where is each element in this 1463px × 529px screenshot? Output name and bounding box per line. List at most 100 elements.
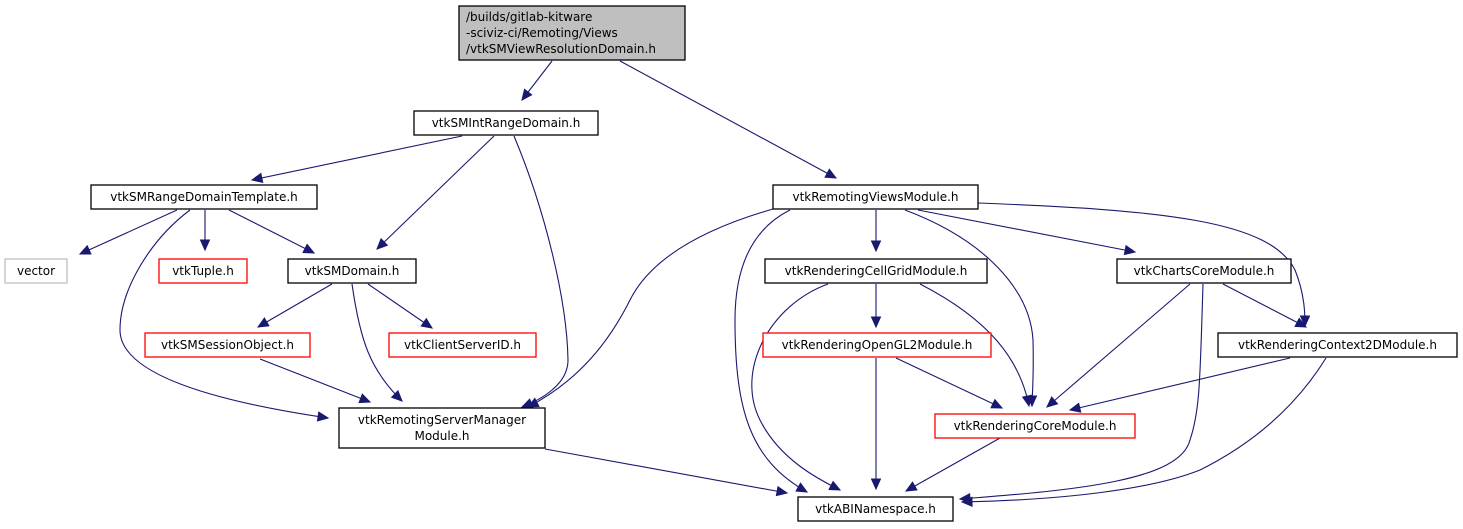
edge-ogl2-abi [870,358,882,491]
arrowhead-icon [1294,317,1308,328]
edge-rsm-abi [544,448,789,497]
node-rviews[interactable]: vtkRemotingViewsModule.h [772,184,979,210]
edge-line [977,202,1306,327]
edge-line [1069,357,1291,411]
edge-line [961,357,1327,503]
node-csid[interactable]: vtkClientServerID.h [388,332,537,358]
node-box [90,184,318,210]
edge-intrange-smdomain [376,135,495,250]
arrowhead-icon [960,496,973,508]
node-box [772,184,979,210]
edge-rangetpl-smdomain [228,209,316,254]
edge-rviews-ctx2d [977,202,1311,328]
edge-line [734,209,808,493]
node-label: vtkClientServerID.h [404,338,521,352]
node-tuple[interactable]: vtkTuple.h [158,258,248,284]
edge-charts-ctx2d [1222,283,1308,328]
arrowhead-icon [302,243,316,254]
node-box [1116,258,1292,284]
node-box [287,258,417,284]
edge-rangetpl-rsm [119,209,330,422]
edge-rviews-rcore [904,209,1038,408]
arrowhead-icon [828,480,842,491]
edge-line [1222,283,1307,328]
arrowhead-icon [775,485,789,497]
edge-rangetpl-tuple [199,210,211,252]
node-cellgrid[interactable]: vtkRenderingCellGridModule.h [764,258,988,284]
node-label: Module.h [414,429,469,443]
edge-line [905,437,1001,492]
arrowhead-icon [250,172,264,184]
arrowhead-icon [1021,394,1033,408]
edge-rangetpl-vector [78,209,178,255]
arrowhead-icon [824,168,838,179]
edge-line [367,283,433,329]
node-ogl2[interactable]: vtkRenderingOpenGL2Module.h [762,332,992,358]
arrowhead-icon [526,397,540,408]
arrowhead-icon [870,240,882,253]
arrowhead-icon [795,482,809,493]
arrowhead-icon [990,398,1004,409]
node-label: vtkChartsCoreModule.h [1134,264,1275,278]
node-ctx2d[interactable]: vtkRenderingContext2DModule.h [1217,332,1458,358]
arrowhead-icon [521,88,533,101]
edge-line [919,283,1030,407]
node-box [762,332,992,358]
node-label: vector [17,264,55,278]
node-box [458,5,686,61]
node-label: vtkRemotingViewsModule.h [792,190,958,204]
node-abi[interactable]: vtkABINamespace.h [797,496,954,522]
node-vector[interactable]: vector [4,258,68,284]
arrowhead-icon [390,389,403,402]
node-box [144,332,311,358]
edge-line [544,448,788,494]
edge-root-rviews [619,60,838,179]
arrowhead-icon [376,237,389,250]
node-rcore[interactable]: vtkRenderingCoreModule.h [934,413,1136,439]
node-label: vtkSMIntRangeDomain.h [432,116,581,130]
arrowhead-icon [870,316,882,329]
edge-charts-rcore [1046,283,1191,408]
arrowhead-icon [1046,396,1059,408]
edge-line [527,208,774,408]
node-box [388,332,537,358]
edge-smdomain-rsm [351,283,403,402]
node-box [413,110,599,136]
node-label: vtkABINamespace.h [815,502,936,516]
edge-rviews-cellgrid [870,210,882,253]
edge-rviews-charts [917,209,1137,256]
node-root[interactable]: /builds/gitlab-kitware-sciviz-ci/Remotin… [458,5,686,61]
arrowhead-icon [78,244,92,255]
edge-line [751,283,841,491]
edge-session-rsm [259,358,372,404]
node-label: /vtkSMViewResolutionDomain.h [466,42,656,56]
node-label: vtkSMDomain.h [305,264,400,278]
edge-cellgrid-abi [751,283,842,491]
node-session[interactable]: vtkSMSessionObject.h [144,332,311,358]
arrowhead-icon [870,478,882,491]
arrowhead-icon [1068,402,1082,413]
node-box [4,258,68,284]
node-smdomain[interactable]: vtkSMDomain.h [287,258,417,284]
node-intrange[interactable]: vtkSMIntRangeDomain.h [413,110,599,136]
node-box [338,407,546,449]
node-charts[interactable]: vtkChartsCoreModule.h [1116,258,1292,284]
node-rangetpl[interactable]: vtkSMRangeDomainTemplate.h [90,184,318,210]
node-label: vtkRenderingContext2DModule.h [1238,338,1437,352]
edge-line [119,209,329,419]
edge-line [904,209,1034,407]
edge-cellgrid-rcore [919,283,1033,408]
arrowhead-icon [1123,244,1137,256]
edge-line [895,357,1003,409]
edge-line [619,60,837,179]
edge-cellgrid-ogl2 [870,284,882,329]
edge-line [1046,283,1191,408]
edge-rcore-abi [904,437,1001,492]
edge-smdomain-session [256,283,333,328]
node-box [1217,332,1458,358]
edge-line [228,209,315,254]
edge-line [917,209,1136,253]
arrowhead-icon [1299,315,1311,328]
